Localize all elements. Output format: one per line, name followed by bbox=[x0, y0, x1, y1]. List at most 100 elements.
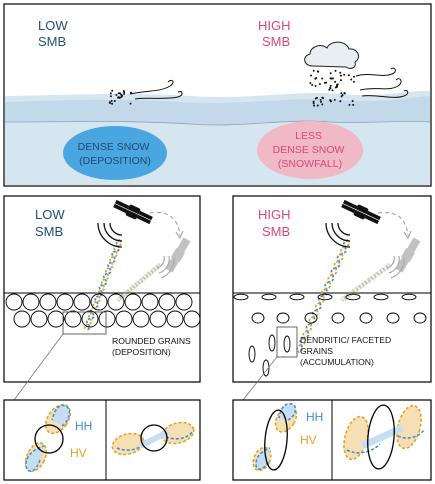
rounded-grain bbox=[183, 310, 201, 328]
snow-particle bbox=[315, 77, 318, 80]
flat-grain bbox=[373, 293, 389, 301]
snow-particle bbox=[348, 103, 351, 106]
hv-wave bbox=[135, 282, 141, 287]
top-panel: LOW SMB HIGH SMB DENSE SNOW (DEPOSITION) bbox=[3, 3, 432, 187]
snow-particles-low-icon bbox=[108, 89, 132, 105]
hv-wave bbox=[120, 295, 125, 300]
snow-particle bbox=[113, 99, 116, 102]
rounded-grain bbox=[5, 293, 23, 311]
snow-particle bbox=[120, 95, 123, 98]
hv-wave bbox=[307, 323, 313, 332]
radar-wave-icon bbox=[97, 222, 123, 248]
snow-particle bbox=[310, 74, 313, 77]
rounded-grain bbox=[81, 310, 99, 328]
hv-wave bbox=[83, 323, 89, 331]
hv-wave bbox=[109, 255, 114, 264]
hv-wave bbox=[125, 290, 130, 296]
rounded-grain bbox=[73, 293, 91, 311]
hh-wave bbox=[129, 285, 135, 290]
hv-wave bbox=[132, 282, 137, 288]
less-dense-snow-ellipse bbox=[257, 121, 363, 179]
snow-particle bbox=[329, 86, 332, 89]
hv-wave bbox=[96, 289, 102, 297]
hh-wave bbox=[310, 316, 316, 325]
flat-grain bbox=[261, 293, 277, 301]
hh-wave bbox=[102, 278, 108, 286]
snow-particle bbox=[329, 72, 332, 75]
snow-particle bbox=[312, 100, 315, 103]
hh-wave bbox=[122, 293, 128, 298]
hh-wave bbox=[140, 276, 145, 281]
hh-wave bbox=[322, 288, 328, 297]
snow-particle bbox=[111, 89, 114, 92]
hv-wave bbox=[151, 269, 157, 274]
snow-particle bbox=[123, 91, 126, 94]
hh-wave bbox=[336, 253, 343, 262]
hv-wave bbox=[87, 312, 93, 320]
snow-particle bbox=[333, 98, 336, 101]
left-low-smb-label: LOW SMB bbox=[35, 207, 68, 239]
faceted-grain bbox=[359, 312, 373, 324]
rounded-grain bbox=[90, 293, 108, 311]
snow-surface-line bbox=[4, 120, 431, 126]
hh-wave bbox=[102, 272, 108, 280]
rounded-grain bbox=[132, 310, 150, 328]
snow-particle bbox=[109, 92, 112, 95]
snow-particle bbox=[321, 103, 324, 106]
snow-particle bbox=[316, 104, 319, 107]
right-panel: HIGH SMB bbox=[232, 195, 432, 401]
hh-wave bbox=[98, 284, 104, 292]
hh-wave bbox=[371, 275, 377, 281]
hh-wave bbox=[138, 279, 144, 285]
snow-particle bbox=[339, 100, 342, 103]
snow-particle bbox=[110, 99, 113, 102]
hv-wave bbox=[380, 269, 386, 274]
hh-wave bbox=[111, 256, 116, 264]
needle-grain bbox=[268, 334, 276, 352]
snow-particle bbox=[321, 77, 324, 80]
hh-wave bbox=[155, 263, 161, 268]
hh-label-right: HH bbox=[306, 410, 323, 424]
snow-particle bbox=[117, 96, 120, 99]
rounded-grains bbox=[5, 293, 201, 328]
hh-wave bbox=[150, 267, 156, 272]
hv-wave bbox=[113, 250, 119, 258]
snow-particle bbox=[331, 89, 334, 92]
snow-particle bbox=[336, 85, 339, 88]
hv-wave bbox=[100, 278, 106, 286]
needle-grain bbox=[262, 359, 270, 377]
top-low-smb-label: LOW SMB bbox=[38, 18, 71, 49]
hv-wave bbox=[127, 287, 132, 292]
rounded-grain bbox=[22, 293, 40, 311]
hh-wave bbox=[316, 302, 322, 311]
less-dense-snow-label: LESS DENSE SNOW (SNOWFALL) bbox=[273, 130, 348, 170]
hv-wave bbox=[302, 330, 308, 339]
hh-wave bbox=[134, 280, 140, 286]
rounded-grain bbox=[98, 310, 116, 328]
bottom-right-zoom: HH HV bbox=[232, 399, 432, 481]
faceted-grain bbox=[331, 312, 345, 324]
snow-particle bbox=[347, 74, 350, 77]
radar-wave-icon-right bbox=[325, 222, 351, 248]
hv-wave bbox=[141, 277, 146, 283]
hv-wave bbox=[104, 273, 110, 281]
satellite-icon bbox=[113, 199, 153, 225]
snow-particle bbox=[319, 100, 322, 103]
hh-wave bbox=[119, 293, 124, 299]
hh-wave bbox=[385, 263, 391, 268]
rounded-grain bbox=[175, 293, 193, 311]
hh-wave bbox=[365, 280, 371, 285]
rounded-grain bbox=[64, 310, 82, 328]
orbit-arrow bbox=[149, 211, 181, 236]
rounded-grain bbox=[124, 293, 142, 311]
rounded-grain bbox=[141, 293, 159, 311]
hv-wave bbox=[314, 302, 321, 311]
hh-wave bbox=[85, 323, 91, 331]
snow-particle bbox=[313, 104, 316, 107]
faceted-grains bbox=[233, 293, 427, 377]
hv-wave bbox=[344, 295, 350, 300]
hh-wave bbox=[367, 276, 373, 281]
hv-wave bbox=[87, 318, 93, 326]
snow-particle bbox=[123, 92, 126, 95]
snow-particle bbox=[350, 78, 353, 81]
